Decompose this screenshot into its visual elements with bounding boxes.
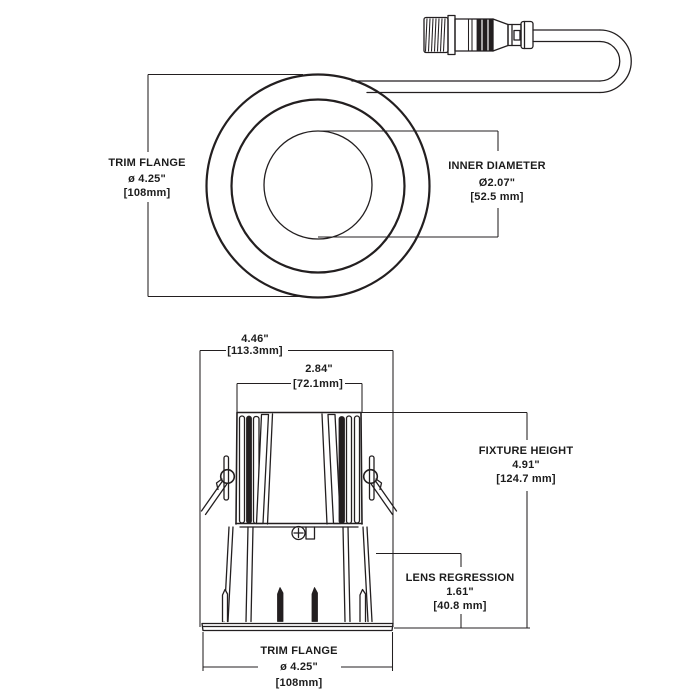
- screw-icon: [291, 525, 316, 541]
- trim-flange-side-inches: ø 4.25": [280, 661, 318, 673]
- trim-flange-dim-mm: [108mm]: [124, 187, 171, 199]
- quick-connect-plug-icon: [423, 14, 534, 56]
- inner-diameter-dim-title: INNER DIAMETER: [448, 160, 546, 172]
- fixture-height-inches: 4.91": [512, 459, 540, 471]
- aperture-circle: [263, 130, 373, 240]
- fixture-height-title: FIXTURE HEIGHT: [479, 445, 574, 457]
- lens-regression-inches: 1.61": [446, 586, 474, 598]
- trim-flange-side-title: TRIM FLANGE: [260, 645, 337, 657]
- trim-flange-profile: [201, 622, 394, 632]
- overall-width-dimension: 4.46" [113.3mm]: [199, 333, 394, 627]
- body-width-dimension: 2.84" [72.1mm]: [236, 363, 363, 412]
- trim-flange-outline-circle: [205, 73, 431, 299]
- trim-flange-dimension: TRIM FLANGE ø 4.25" [108mm]: [108, 73, 303, 298]
- inner-diameter-dimension: INNER DIAMETER Ø2.07" [52.5 mm]: [318, 130, 546, 238]
- fixture-height-mm: [124.7 mm]: [496, 473, 556, 485]
- top-view-drawing: TRIM FLANGE ø 4.25" [108mm] INNER DIAMET…: [108, 14, 632, 299]
- fixture-height-dimension: FIXTURE HEIGHT 4.91" [124.7 mm]: [361, 411, 574, 629]
- trim-flange-dim-title: TRIM FLANGE: [108, 157, 185, 169]
- trim-flange-side-mm: [108mm]: [276, 677, 323, 689]
- lens-regression-dimension: LENS REGRESSION 1.61" [40.8 mm]: [376, 552, 515, 628]
- heatsink-drawing: [235, 411, 363, 528]
- lens-regression-title: LENS REGRESSION: [406, 572, 515, 584]
- body-width-inches: 2.84": [305, 363, 333, 375]
- inner-diameter-dim-mm: [52.5 mm]: [470, 191, 523, 203]
- body-width-mm: [72.1mm]: [293, 378, 343, 390]
- lens-regression-mm: [40.8 mm]: [433, 600, 486, 612]
- trim-flange-dim-inches: ø 4.25": [128, 173, 166, 185]
- power-cable: [351, 29, 632, 94]
- mounting-spring-left: [200, 455, 236, 516]
- overall-width-inches: 4.46": [241, 333, 269, 345]
- inner-diameter-dim-inches: Ø2.07": [479, 177, 515, 189]
- trim-flange-dimension-side: TRIM FLANGE ø 4.25" [108mm]: [202, 632, 394, 689]
- thread-hatching: [424, 18, 446, 52]
- mounting-spring-right: [362, 455, 398, 516]
- side-view-drawing: 4.46" [113.3mm] 2.84" [72.1mm]: [199, 333, 574, 689]
- lower-housing-drawing: [221, 526, 373, 623]
- trim-ring-circle: [230, 98, 406, 274]
- overall-width-mm: [113.3mm]: [227, 345, 283, 357]
